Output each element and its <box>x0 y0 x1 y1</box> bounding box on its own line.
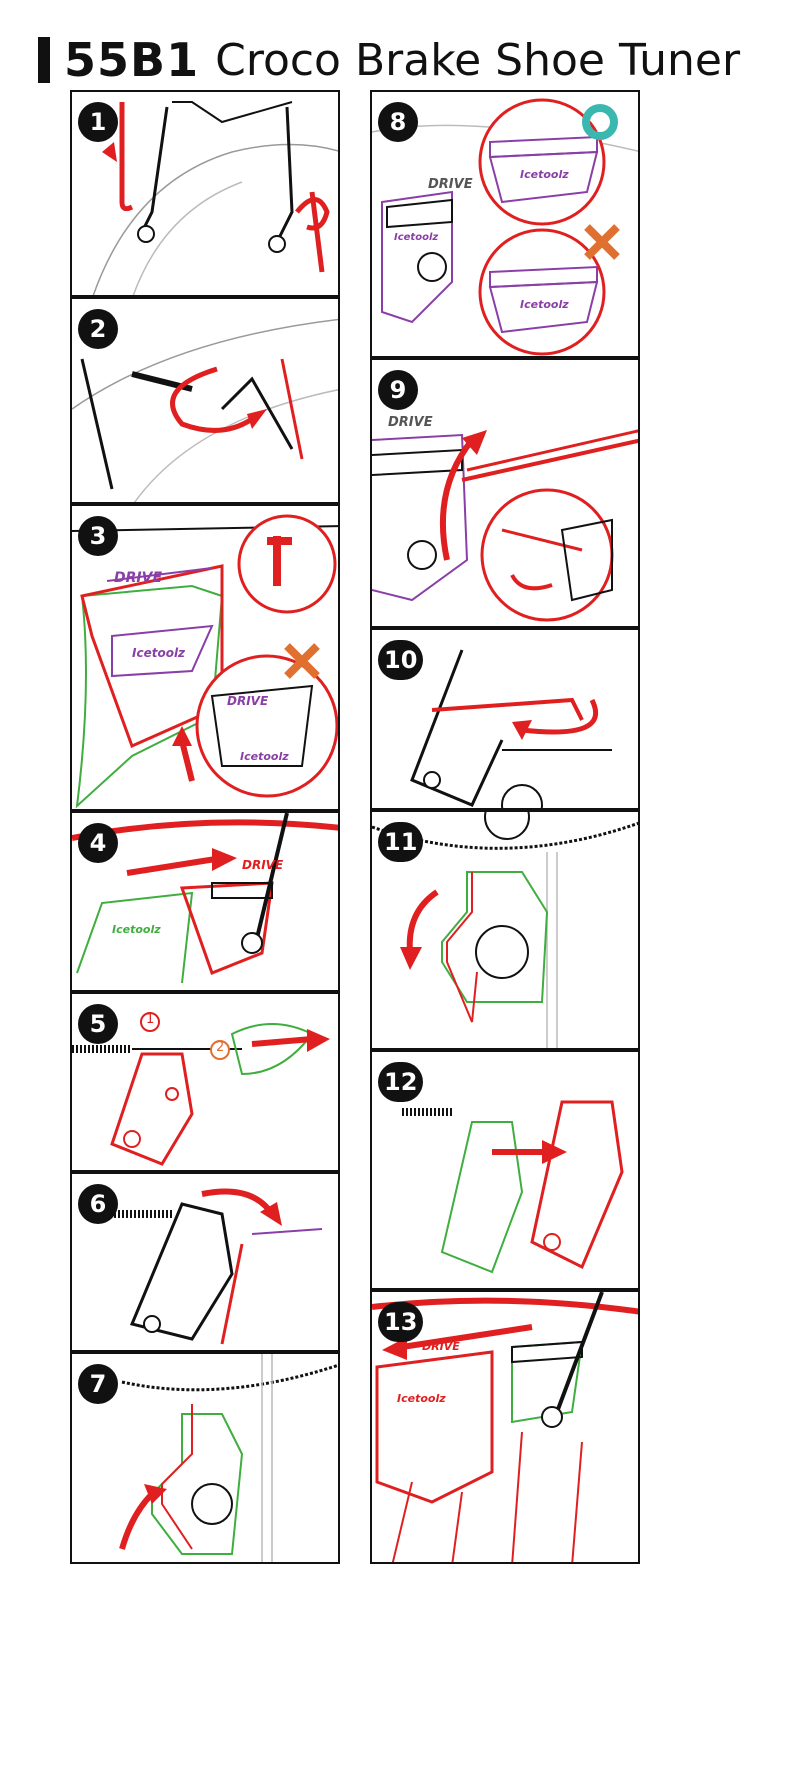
brand-label-step-8: Icetoolz <box>394 232 439 243</box>
step-1-illustration <box>92 101 338 295</box>
brand-label-step-8-correct: Icetoolz <box>520 168 569 181</box>
step-panel-1: 1 <box>70 90 340 297</box>
drive-label-step-13: DRIVE <box>422 1340 460 1353</box>
step-number-8: 8 <box>378 102 418 142</box>
step-7-illustration <box>119 1354 338 1562</box>
step-panel-7: 7 <box>70 1352 340 1564</box>
step-panel-12: 12 <box>370 1050 640 1290</box>
step-number-12: 12 <box>378 1062 424 1102</box>
step-panel-5: 1 2 5 <box>70 992 340 1172</box>
step-panel-10: 10 <box>370 628 640 810</box>
step-panel-11: 11 <box>370 810 640 1050</box>
step-panel-13: DRIVE Icetoolz 13 <box>370 1290 640 1564</box>
step-marker-2: 2 <box>216 1040 225 1055</box>
step-8-illustration <box>372 98 638 356</box>
title-bar-mark <box>38 37 50 83</box>
step-number-6: 6 <box>78 1184 118 1224</box>
drive-label-step-3: DRIVE <box>114 570 163 586</box>
product-code: 55B1 <box>64 33 200 87</box>
step-11-illustration <box>372 812 638 1048</box>
step-number-3: 3 <box>78 516 118 556</box>
step-number-10: 10 <box>378 640 424 680</box>
drive-label-step-3-inset: DRIVE <box>227 694 269 708</box>
step-number-11: 11 <box>378 822 424 862</box>
brand-label-step-3: Icetoolz <box>132 646 186 660</box>
step-number-13: 13 <box>378 1302 424 1342</box>
product-title: 55B1 Croco Brake Shoe Tuner <box>38 30 740 90</box>
step-panel-9: DRIVE 9 <box>370 358 640 628</box>
step-5-illustration <box>72 1012 330 1166</box>
step-6-illustration <box>102 1188 323 1345</box>
brand-label-step-3-inset: Icetoolz <box>240 750 289 763</box>
step-panel-8: DRIVE Icetoolz Icetoolz Icetoolz 8 <box>370 90 640 358</box>
product-name: Croco Brake Shoe Tuner <box>215 34 741 86</box>
step-number-7: 7 <box>78 1364 118 1404</box>
step-12-illustration <box>402 1100 624 1274</box>
step-number-4: 4 <box>78 823 118 863</box>
step-marker-1: 1 <box>146 1012 155 1027</box>
drive-label-step-4: DRIVE <box>242 858 284 872</box>
brand-label-step-4: Icetoolz <box>112 923 161 936</box>
drive-label-step-8: DRIVE <box>428 177 473 192</box>
step-10-illustration <box>410 649 612 808</box>
step-number-2: 2 <box>78 309 118 349</box>
step-number-9: 9 <box>378 370 418 410</box>
step-panel-6: 6 <box>70 1172 340 1352</box>
step-panel-4: DRIVE Icetoolz 4 <box>70 811 340 992</box>
step-panel-2: 2 <box>70 297 340 504</box>
brand-label-step-13: Icetoolz <box>397 1392 446 1405</box>
step-number-1: 1 <box>78 102 118 142</box>
step-panel-3: DRIVE Icetoolz DRIVE Icetoolz 3 <box>70 504 340 811</box>
brand-label-step-8-wrong: Icetoolz <box>520 298 569 311</box>
step-9-illustration <box>372 429 638 622</box>
step-3-illustration <box>72 514 338 809</box>
step-number-5: 5 <box>78 1004 118 1044</box>
drive-label-step-9: DRIVE <box>388 415 433 430</box>
step-2-illustration <box>72 318 338 502</box>
